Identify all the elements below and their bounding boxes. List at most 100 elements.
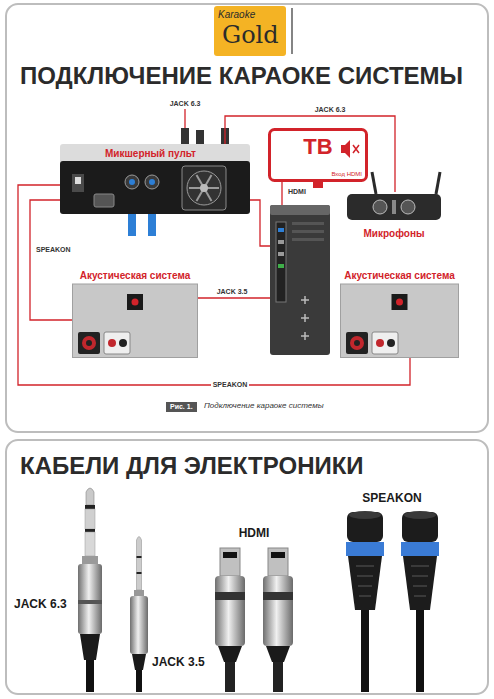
hdmi-cable (263, 592, 293, 600)
drawing-part (354, 340, 360, 346)
pc-tower (278, 264, 284, 268)
speaker-box: Акустическая система (72, 268, 198, 358)
speakon-cable (356, 566, 374, 596)
drawing-part (396, 299, 403, 306)
pc-tower (278, 240, 284, 244)
pc-tower (292, 238, 324, 241)
jack-6-3-cable (82, 556, 98, 564)
node-label: Микрофоны (363, 228, 424, 240)
drawing-part (350, 336, 364, 350)
drawing-part (75, 177, 81, 184)
cable-wire (281, 182, 282, 205)
drawing-part (72, 174, 84, 192)
panel-frame (6, 4, 488, 432)
cable-wire (198, 297, 270, 298)
cable-label: SPEAKON (34, 246, 73, 254)
pc-tower (292, 230, 324, 233)
drawing-part (108, 339, 116, 347)
mixer-jack-plug (148, 214, 156, 236)
pc-tower (270, 205, 330, 355)
logo-mark (291, 8, 292, 54)
drawing-part (353, 145, 359, 153)
speaker-box-art (72, 268, 198, 358)
cable-label: JACK 6.3 (313, 106, 348, 114)
jack-3-5-cable (130, 537, 148, 693)
node-label: Акустическая система (344, 270, 455, 282)
hdmi-cable (225, 662, 235, 692)
jack-3-5-cable (137, 572, 142, 574)
tv-box: ТВ Вход HDMI (268, 128, 368, 182)
hdmi-cable (266, 646, 290, 662)
drawing-part (104, 332, 130, 354)
drawing-part (60, 161, 250, 214)
logo-mark (214, 6, 286, 56)
jack-6-3-cable (85, 505, 95, 509)
pc-tower (301, 296, 309, 340)
antenna (436, 172, 440, 194)
speakon-cable (361, 610, 369, 692)
cable-wire (250, 200, 270, 246)
drawing-part (392, 200, 396, 214)
pc-tower (270, 205, 330, 215)
hdmi-cable (215, 592, 245, 600)
diagram-title: ПОДКЛЮЧЕНИЕ КАРАОКЕ СИСТЕМЫ (20, 62, 463, 90)
jack-3-5-cable (137, 556, 142, 558)
drawing-part (119, 339, 127, 347)
drawing-part (145, 175, 159, 189)
speaker-box-art (340, 268, 459, 358)
drawing-part (372, 332, 398, 354)
hdmi-cable (273, 662, 283, 692)
hdmi-cable (268, 548, 288, 576)
drawing-part (341, 284, 459, 358)
drawing-part (200, 184, 208, 192)
hdmi-cable (215, 576, 245, 646)
speakon-cable (346, 542, 384, 556)
jack-3-5-cable (134, 590, 144, 596)
speakon-cable (404, 511, 436, 519)
drawing-part (182, 166, 226, 210)
drawing-part (392, 294, 408, 310)
mixer-box: Микшерный пульт (60, 144, 250, 214)
drawing-part (82, 336, 96, 350)
speakon-cable (401, 542, 439, 556)
node-label: Микшерный пульт (105, 148, 196, 160)
figure-number: Рис. 1. (166, 402, 197, 412)
drawing-part (73, 284, 198, 358)
pc-tower (278, 228, 284, 232)
jack-6-3-cable (78, 564, 102, 634)
node-label: ТВ (303, 134, 332, 159)
jack-3-5-cable (137, 537, 142, 591)
cable-label: JACK 6.3 (170, 100, 201, 108)
drawing-part (376, 339, 384, 347)
cable-name: JACK 6.3 (14, 598, 67, 612)
logo-text: Karaoke (218, 9, 255, 21)
drawing-part (347, 194, 441, 220)
cable-connector (30, 200, 72, 320)
mixer-jack-plug (181, 128, 189, 144)
speakon-cable (349, 511, 381, 519)
drawing-part (345, 140, 350, 158)
panel-frame (6, 4, 488, 694)
figure-caption: Подключение караоке системы (204, 401, 324, 410)
cable-label: JACK 3.5 (217, 288, 248, 296)
jack-6-3-cable (78, 488, 102, 692)
drawing-part (341, 145, 345, 153)
microphones-box: Микрофоны (345, 192, 443, 240)
section-heading: КАБЕЛИ ДЛЯ ЭЛЕКТРОНИКИ (20, 452, 364, 480)
port-label: Вход HDMI (331, 171, 362, 178)
pc-tower (270, 205, 330, 355)
speakon-cable (348, 556, 382, 610)
jack-3-5-cable (136, 670, 142, 692)
logo-mark (214, 6, 292, 56)
pc-tower (276, 222, 286, 302)
cable-connector (225, 116, 395, 192)
drawing-part (187, 171, 221, 205)
tv-stand (313, 182, 323, 188)
jack-6-3-cable (85, 509, 95, 529)
drawing-part (401, 200, 415, 214)
drawing-part (129, 179, 135, 185)
drawing-part (94, 194, 114, 207)
drawing-part (125, 175, 139, 189)
drawing-part (127, 294, 143, 310)
jack-6-3-cable (86, 660, 94, 692)
